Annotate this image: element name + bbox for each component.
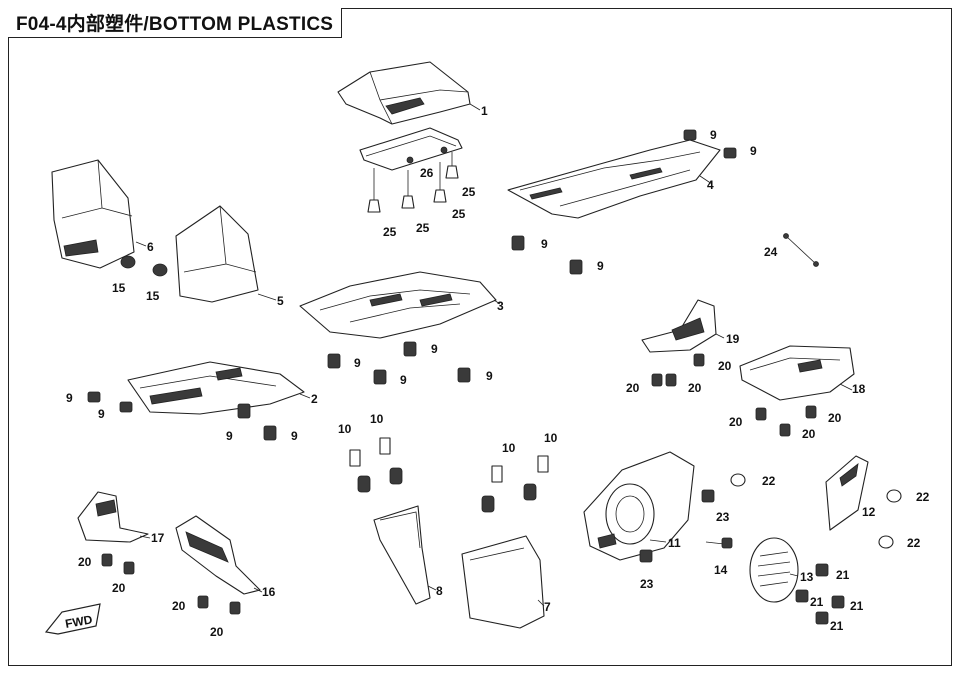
title-box: F04-4内部塑件/BOTTOM PLASTICS: [8, 8, 343, 38]
bolts-9-part-2: [87, 391, 277, 441]
callout-8: 8: [436, 584, 443, 598]
fasteners-10: [349, 437, 549, 513]
fwd-label: FWD: [64, 612, 94, 631]
callout-25a: 25: [383, 225, 397, 239]
part-3-center-plate: [299, 271, 497, 339]
callout-10-a: 10: [338, 422, 352, 436]
callout-9-g: 9: [431, 342, 438, 356]
callout-13: 13: [800, 570, 814, 584]
bolt-20-h: [123, 561, 135, 575]
callout-10-b: 10: [370, 412, 384, 426]
callout-21-b: 21: [810, 595, 824, 609]
callout-22-c: 22: [907, 536, 921, 550]
callout-20-j: 20: [210, 625, 224, 639]
bolts-20-part-19: [651, 353, 705, 387]
callout-20-i: 20: [172, 599, 186, 613]
callout-9-b: 9: [750, 144, 757, 158]
bolt-20-g: [101, 553, 113, 567]
callout-9-l: 9: [291, 429, 298, 443]
callout-12: 12: [862, 505, 876, 519]
bolts-21: [795, 563, 845, 625]
part-26-bracket: [359, 127, 463, 171]
callout-20-b: 20: [626, 381, 640, 395]
callout-20-e: 20: [828, 411, 842, 425]
callout-19: 19: [726, 332, 740, 346]
callout-10-d: 10: [544, 431, 558, 445]
part-4-skid-plate: [507, 139, 721, 219]
callout-9-d: 9: [597, 259, 604, 273]
callout-20-f: 20: [802, 427, 816, 441]
callout-6: 6: [147, 240, 154, 254]
part-17-panel: [77, 491, 149, 543]
callout-23-a: 23: [716, 510, 730, 524]
part-5-side-cover: [175, 205, 259, 303]
callout-20-d: 20: [729, 415, 743, 429]
callout-18: 18: [852, 382, 866, 396]
callout-20-g: 20: [78, 555, 92, 569]
callout-16: 16: [262, 585, 276, 599]
bolts-9-part-3: [327, 341, 471, 385]
callout-9-f: 9: [400, 373, 407, 387]
bolts-20-part-18: [755, 405, 817, 437]
callout-3: 3: [497, 299, 504, 313]
part-18-guard: [739, 345, 855, 401]
callout-17: 17: [151, 531, 165, 545]
part-12-panel: [825, 455, 869, 531]
part-13-cap: [749, 537, 799, 603]
callout-25d: 25: [462, 185, 476, 199]
screws-25: [367, 152, 459, 213]
callout-22-a: 22: [762, 474, 776, 488]
callout-20-h: 20: [112, 581, 126, 595]
callout-9-e: 9: [354, 356, 361, 370]
part-8-panel: [373, 505, 431, 605]
callout-9-k: 9: [226, 429, 233, 443]
bolt-20-i: [197, 595, 209, 609]
washer-22-b: [886, 489, 902, 503]
callout-9-i: 9: [66, 391, 73, 405]
page-title: F04-4内部塑件/BOTTOM PLASTICS: [16, 14, 334, 35]
callout-11: 11: [668, 536, 681, 550]
fasteners-22-23-14: [639, 473, 746, 563]
callout-9-j: 9: [98, 407, 105, 421]
part-11-cover: [583, 451, 695, 561]
part-16-panel: [175, 515, 261, 595]
part-6-side-cover: [51, 159, 135, 269]
callout-20-c: 20: [688, 381, 702, 395]
grommet-15-a: [120, 255, 136, 269]
part-19-bracket: [641, 299, 717, 353]
part-7-panel: [461, 535, 545, 629]
callout-25c: 25: [452, 207, 466, 221]
bolts-9-part-4: [511, 129, 737, 275]
callout-21-c: 21: [850, 599, 864, 613]
callout-10-c: 10: [502, 441, 516, 455]
callout-9-a: 9: [710, 128, 717, 142]
bolt-20-j: [229, 601, 241, 615]
callout-20-a: 20: [718, 359, 732, 373]
callout-21-d: 21: [830, 619, 844, 633]
callout-24: 24: [764, 245, 778, 259]
callout-25b: 25: [416, 221, 430, 235]
grommet-15-b: [152, 263, 168, 277]
callout-4: 4: [707, 178, 714, 192]
callout-9-h: 9: [486, 369, 493, 383]
fwd-arrow-icon: FWD: [44, 603, 101, 635]
washer-22-c: [878, 535, 894, 549]
callout-1: 1: [481, 104, 488, 118]
part-24-rod: [783, 233, 819, 267]
callout-7: 7: [544, 600, 551, 614]
diagram-frame: [8, 8, 952, 666]
callout-21-a: 21: [836, 568, 850, 582]
callout-9-c: 9: [541, 237, 548, 251]
part-1-top-cover: [337, 61, 471, 125]
callout-26: 26: [420, 166, 434, 180]
callout-2: 2: [311, 392, 318, 406]
callout-14: 14: [714, 563, 728, 577]
part-2-lower-cover: [127, 361, 305, 415]
callout-15-b: 15: [146, 289, 160, 303]
callout-22-b: 22: [916, 490, 930, 504]
callout-15-a: 15: [112, 281, 126, 295]
callout-5: 5: [277, 294, 284, 308]
callout-23-b: 23: [640, 577, 654, 591]
